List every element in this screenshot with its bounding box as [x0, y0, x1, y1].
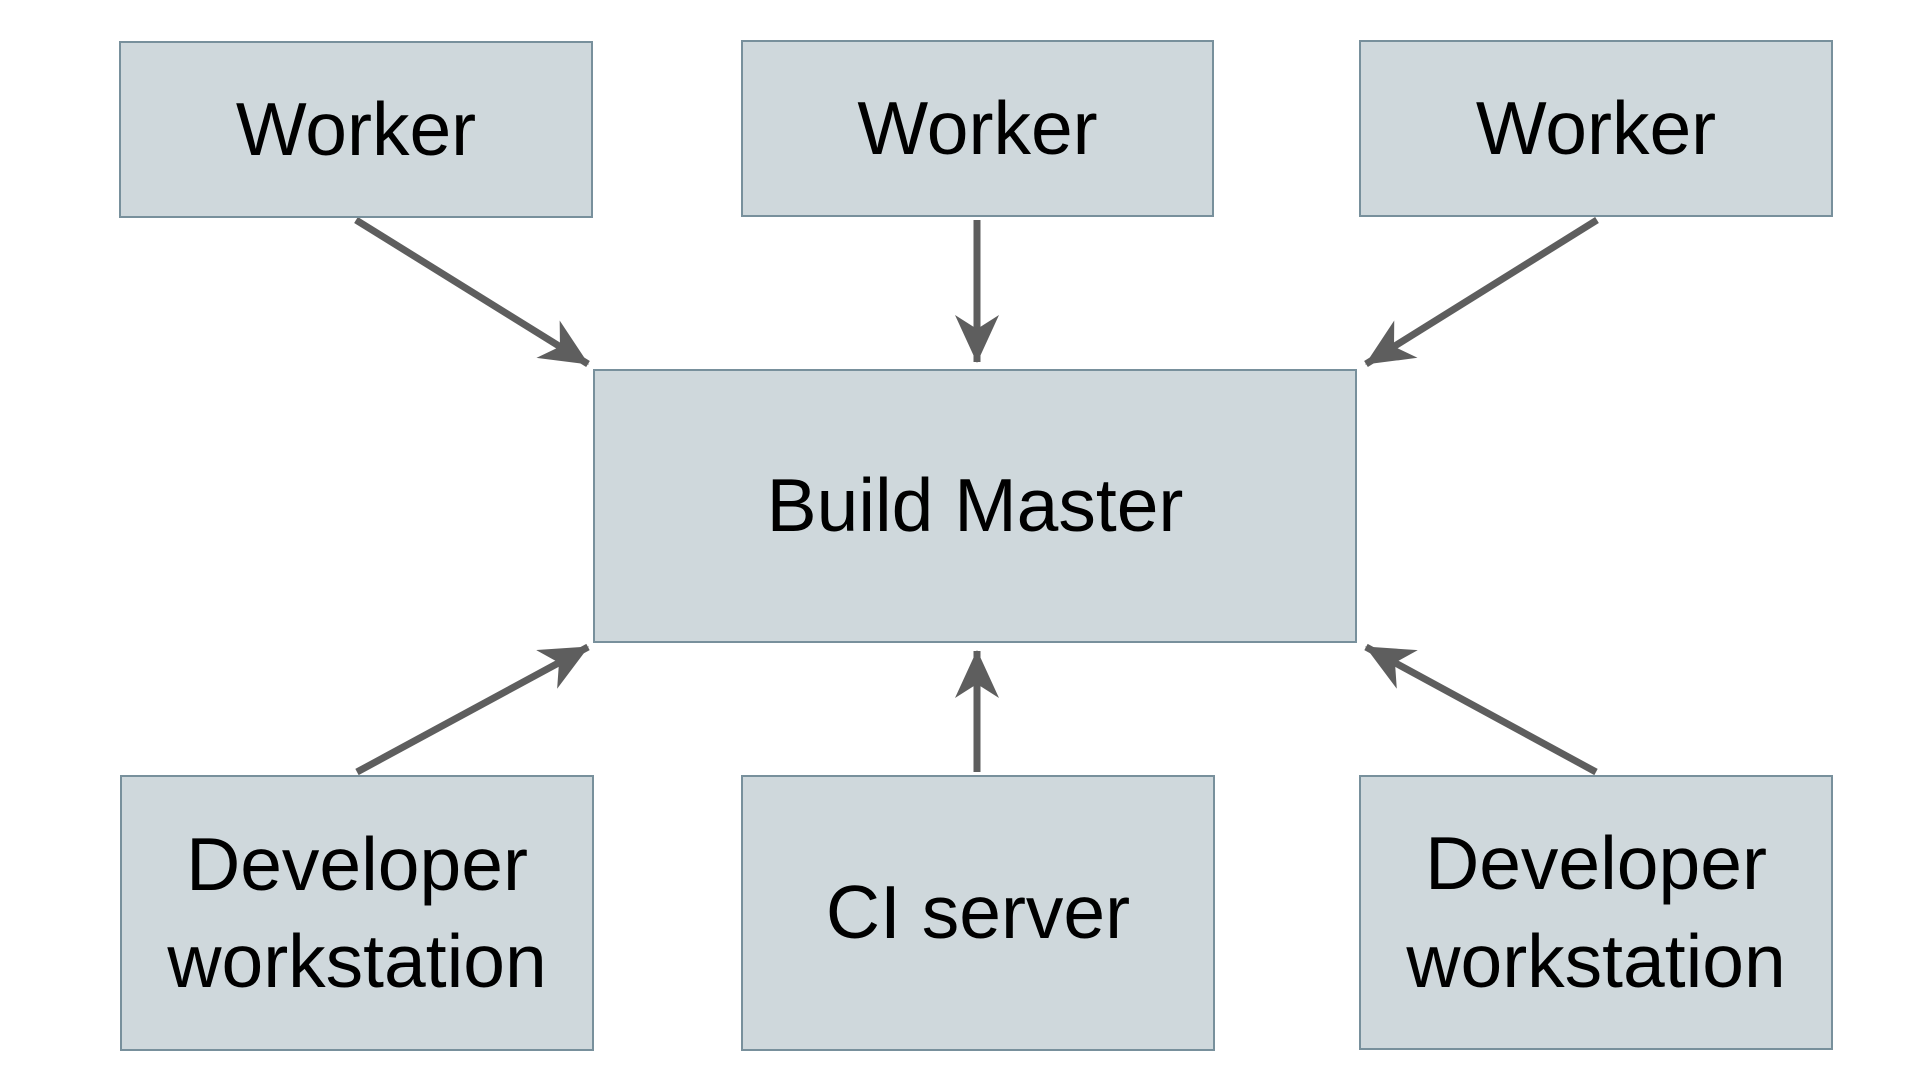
node-label: Worker [857, 85, 1098, 170]
arrow-developer-workstation-right-to-build-master [1364, 643, 1598, 776]
node-label: Build Master [766, 463, 1184, 548]
node-label: Developer workstation [167, 821, 547, 1004]
node-developer-workstation-right: Developer workstation [1359, 775, 1833, 1050]
node-label: Developer workstation [1406, 821, 1786, 1003]
node-ci-server: CI server [741, 775, 1215, 1051]
arrow-worker-right-to-build-master [1364, 217, 1599, 367]
arrow-developer-workstation-left-to-build-master [355, 643, 590, 776]
node-label: Worker [235, 86, 477, 171]
node-build-master: Build Master [593, 369, 1357, 643]
node-worker-top-center: Worker [741, 40, 1214, 217]
arrow-worker-left-to-build-master [354, 217, 590, 367]
node-label: CI server [825, 870, 1131, 955]
node-worker-top-left: Worker [119, 41, 593, 218]
node-developer-workstation-left: Developer workstation [120, 775, 594, 1051]
node-label: Worker [1475, 85, 1717, 170]
node-worker-top-right: Worker [1359, 40, 1833, 217]
